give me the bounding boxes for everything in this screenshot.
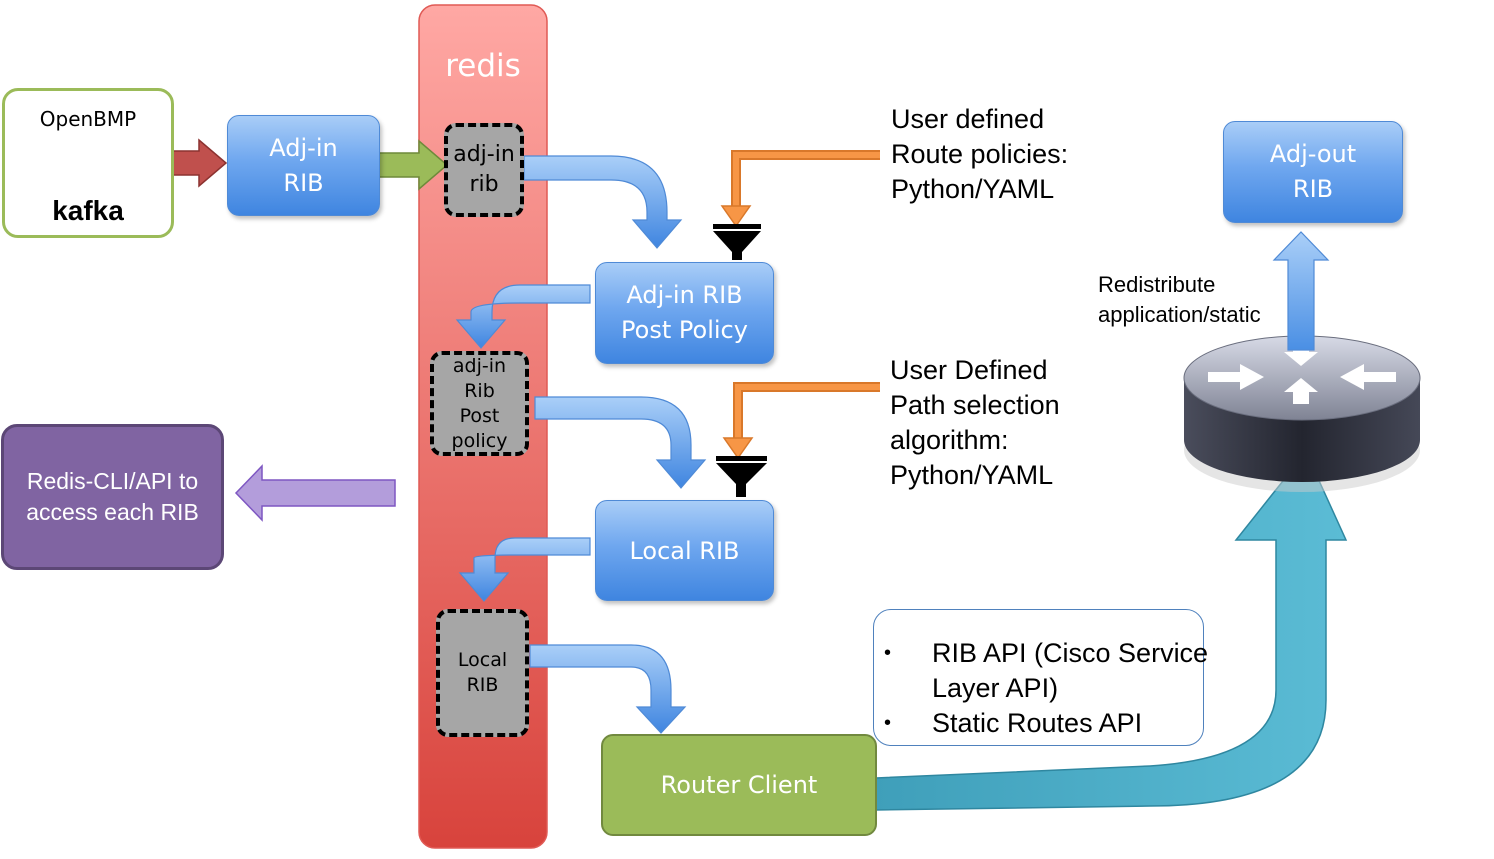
redistribute-annotation: Redistribute application/static [1098,272,1261,327]
router-icon [1183,335,1421,492]
path-selection-arrow [733,382,880,442]
api-list: RIB API (Cisco Service Layer API) Static… [874,636,1254,741]
flow-arrow-localstore-to-client [529,644,687,734]
redis-adj-in-rib-store: adj-in rib [444,123,524,217]
path-selection-annotation: User Defined Path selection algorithm: P… [890,355,1060,490]
redis-cli-box: Redis-CLI/API to access each RIB [1,424,224,570]
path-selection-arrowhead [722,437,754,460]
filter-icon [716,456,767,497]
filter-icon [713,224,761,260]
local-rib-box: Local RIB [595,500,774,601]
route-policies-annotation: User defined Route policies: Python/YAML [891,104,1069,204]
redis-cli-arrow [234,464,396,522]
openbmp-title: OpenBMP [39,107,137,131]
api-list-item: RIB API (Cisco Service Layer API) [874,636,1254,706]
redis-adj-in-rib-post-policy-store: adj-in Rib Post policy [430,351,529,456]
redis-local-rib-store: Local RIB [436,609,529,737]
redis-label: redis [445,48,521,84]
kafka-label: kafka [52,195,124,226]
flow-arrow-localrib-to-store [458,537,591,602]
redistribute-arrow [1272,231,1330,351]
route-policy-arrow [731,150,880,210]
flow-arrow-store-to-localrib [534,396,707,489]
adjin-to-redis-arrow [378,139,449,191]
api-list-box: RIB API (Cisco Service Layer API) Static… [873,609,1208,746]
flow-arrow-postpolicy-to-store [455,284,591,349]
api-list-item: Static Routes API [874,706,1254,741]
adj-out-rib-box: Adj-out RIB [1223,121,1403,223]
openbmp-box: OpenBMP kafka [2,88,174,238]
adj-in-rib-box: Adj-in RIB [227,115,380,216]
router-client-box: Router Client [601,734,877,836]
route-policy-arrowhead [720,205,752,228]
adj-in-rib-post-policy-box: Adj-in RIB Post Policy [595,262,774,364]
flow-arrow-adjin-to-postpolicy [523,155,683,249]
